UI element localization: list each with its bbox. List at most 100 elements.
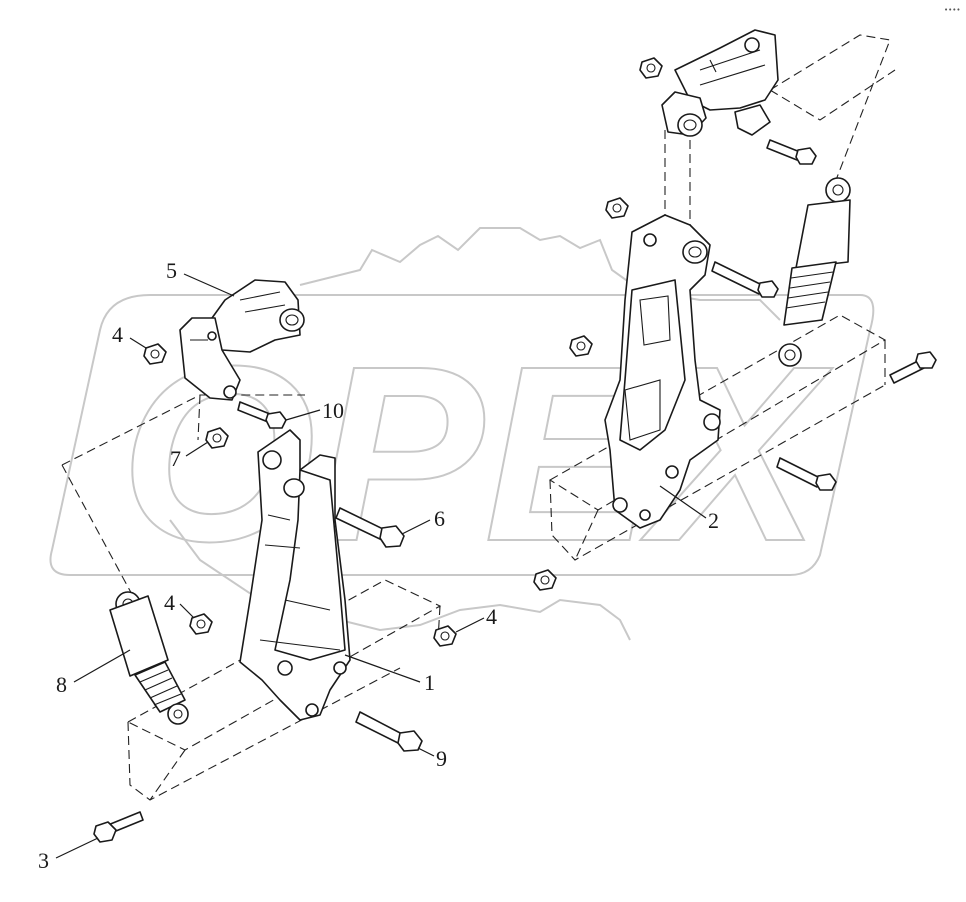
bracket5-detail [190,291,286,341]
bracket2-bottom-hole-a [612,497,628,513]
nut-hex [639,57,663,79]
bracket1-bottom-hole-b [333,661,347,675]
leader-1 [344,654,421,683]
shock-right-bellows-ribs [785,271,834,309]
nut-part4-upper [143,343,167,365]
leader-4b [179,603,195,619]
main-bracket-part1 [239,429,351,721]
nut-hole [646,63,656,73]
shock-right-top-eye [825,177,851,203]
upper-bracket-detail [699,49,766,86]
callout-2: 2 [708,508,719,533]
bolt-part6 [335,507,405,548]
leader-2 [659,485,707,519]
nut-hole [212,433,222,443]
main-bracket-part2 [604,214,721,529]
bolt-head [815,473,837,491]
callout-labels: 5 4 10 7 6 4 4 8 1 9 3 2 [38,258,719,873]
right-assembly [533,29,937,591]
nut-hole [196,619,206,629]
nut-hole [150,349,160,359]
bolt-head [93,821,117,843]
nut-hex [189,613,213,635]
bracket1-top-hole [262,450,282,470]
bolt-head [757,280,779,298]
nut-right-top [605,197,629,219]
bracket5-flange [179,317,241,401]
leader-9 [417,747,435,757]
bracket2-top-bushing [682,240,708,264]
leader-4c [455,617,485,633]
leader-lines [55,273,707,859]
bolt-part3 [93,811,144,843]
bolt-head [795,147,817,165]
callout-4: 4 [486,604,497,629]
callout-9: 9 [436,746,447,771]
leader-7 [185,441,209,457]
bolt-head [397,730,423,752]
leader-6 [401,519,431,535]
nut-hex [569,335,593,357]
nut-hex [533,569,557,591]
leader-8 [73,649,131,683]
bracket1-bottom-hole-a [277,660,293,676]
nut-part4-middle [189,613,213,635]
damper-bracket-part5 [179,279,305,401]
watermark: OPEX [49,227,875,641]
upper-bracket-hole [744,37,760,53]
bolt-shank [766,139,801,161]
nut-hole [576,341,586,351]
nut-hex [205,427,229,449]
right-dashed-upper-frame [664,34,896,230]
shock-right-upper-body [795,199,851,269]
callout-5: 5 [166,258,177,283]
callout-4: 4 [112,322,123,347]
shock-absorber-right [778,177,851,367]
bolt-head [379,525,405,548]
upper-bracket-bushing [677,113,703,137]
callout-7: 7 [170,446,181,471]
bracket5-hole-b [207,331,217,341]
bolt-right-mid [711,261,779,298]
upper-bracket-tab [734,104,771,136]
bracket2-pocket [624,295,671,441]
callout-10: 10 [322,398,344,423]
nut-hex [605,197,629,219]
bracket2-bottom-hole-c [639,509,651,521]
callout-3: 3 [38,848,49,873]
corner-stamp: •••• [944,6,961,14]
leader-3 [55,837,99,859]
leader-5 [183,273,235,297]
left-dashed-upper-frame [61,394,305,701]
shock8-bottom-eye-hole [173,709,183,719]
bolt-head [915,351,937,369]
left-assembly [61,279,457,843]
shock-right-bellows [783,261,837,326]
shock8-bottom-eye [167,703,189,725]
bracket5-bushing [279,308,305,332]
callout-6: 6 [434,506,445,531]
bolt-shank [355,711,405,745]
damper-bracket-upper-right [661,29,779,137]
nut-hole [540,575,550,585]
left-dashed-lower-block [126,579,442,801]
watermark-text: OPEX [120,314,833,593]
bolt-upper-right [766,139,817,165]
upper-bracket-bushing-hole [683,119,697,131]
bolt-shank [776,457,821,488]
bolt-part9 [355,711,423,752]
bracket2-top-bushing-hole [688,246,702,258]
bracket1-bottom-hole-c [305,703,319,717]
callout-4: 4 [164,590,175,615]
bolt-far-right [889,351,937,384]
leader-10 [285,409,321,421]
nut-hole [612,203,622,213]
bolt-shank [711,261,763,295]
nut-hex [433,625,457,647]
bracket2-bottom-hole-b [665,465,679,479]
nut-upper-right [639,57,663,79]
nut-hex [143,343,167,365]
nut-part7 [205,427,229,449]
shock-absorber-part8 [109,591,189,725]
